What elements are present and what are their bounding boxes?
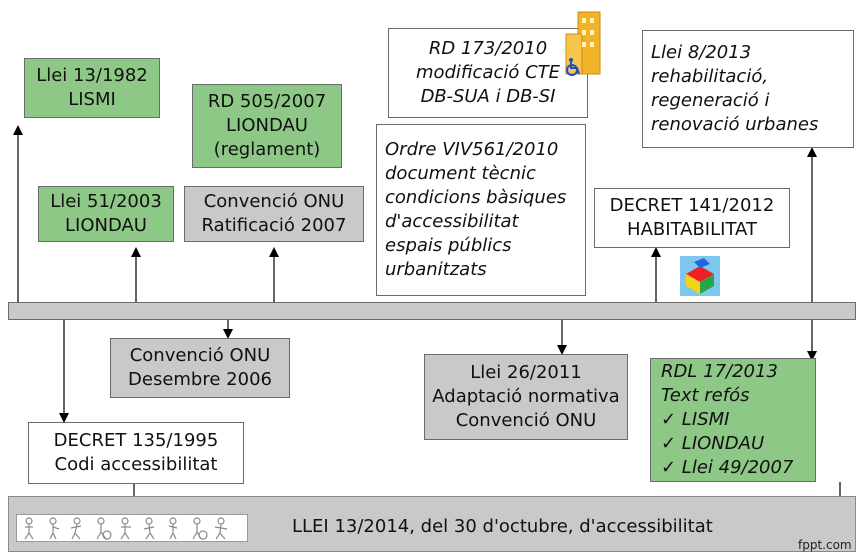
footer-credit: fppt.com (798, 538, 852, 552)
box-llei8-2013: Llei 8/2013 rehabilitació, regeneració i… (642, 30, 854, 148)
box-conv-onu-des: Convenció ONU Desembre 2006 (110, 338, 290, 398)
box-llei26-2011: Llei 26/2011 Adaptació normativa Convenc… (424, 354, 628, 440)
box-decret141-2012: DECRET 141/2012 HABITABILITAT (594, 188, 790, 248)
box-rd173-2010: RD 173/2010 modificació CTE DB-SUA i DB-… (388, 28, 588, 118)
timeline-bar (8, 302, 856, 320)
box-decret135-1995: DECRET 135/1995 Codi accessibilitat (28, 422, 244, 484)
box-llei51-2003: Llei 51/2003 LIONDAU (38, 186, 174, 242)
cube-icon (680, 256, 720, 296)
box-ordre-viv561: Ordre VIV561/2010 document tècnic condic… (376, 124, 586, 296)
box-rd505-2007: RD 505/2007 LIONDAU (reglament) (192, 84, 342, 168)
footer-main-text: LLEI 13/2014, del 30 d'octubre, d'access… (292, 516, 713, 537)
human-figures-icon (16, 514, 248, 542)
box-llei13-1982: Llei 13/1982 LISMI (24, 58, 160, 118)
box-conv-onu-ratif: Convenció ONU Ratificació 2007 (184, 186, 364, 242)
accessibility-building-icon (560, 4, 610, 84)
box-rdl17-2013: RDL 17/2013 Text refós ✓ LISMI ✓ LIONDAU… (650, 358, 816, 482)
